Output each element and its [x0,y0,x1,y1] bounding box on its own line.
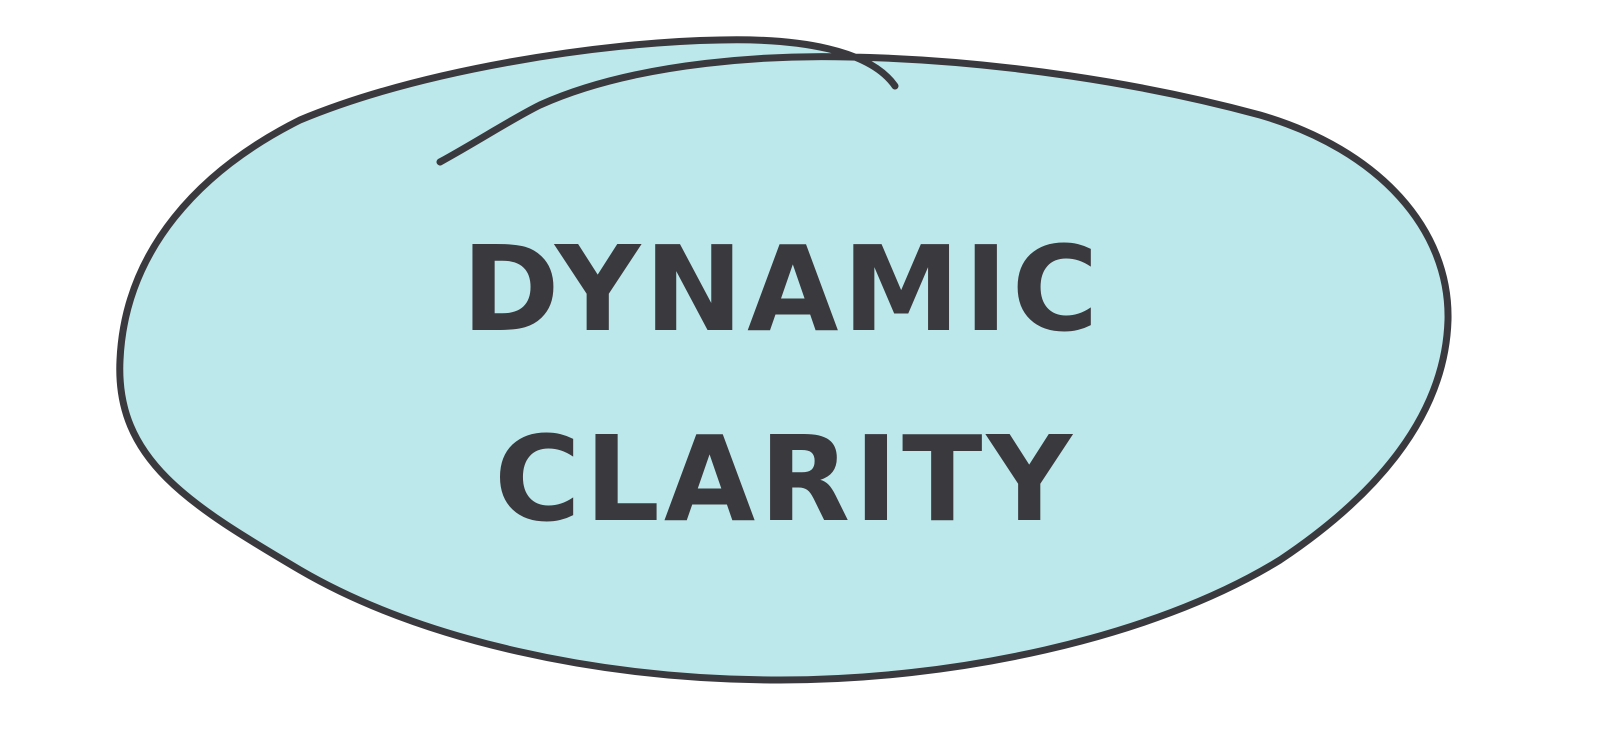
logo-line-2: CLARITY [494,410,1076,548]
logo-line-1: DYNAMIC [462,220,1103,358]
ellipse-outline [116,36,1452,684]
ellipse-fill [119,40,1449,680]
